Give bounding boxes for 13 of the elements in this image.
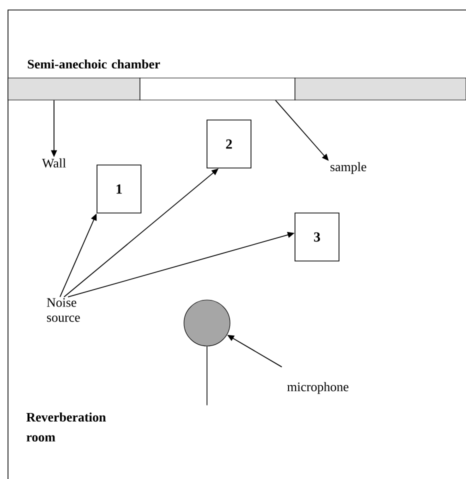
region-label: Reverberation room xyxy=(26,412,106,442)
sample-label: sample xyxy=(330,162,366,174)
microphone-label: microphone xyxy=(287,382,348,394)
wall-label: Wall xyxy=(42,158,66,168)
wall-band xyxy=(294,78,466,100)
numbered-box: 2 xyxy=(206,120,252,168)
region-label: Semi-anechoic chamber xyxy=(28,59,160,69)
sample-opening xyxy=(140,78,296,100)
microphone-circle xyxy=(184,300,230,346)
numbered-box: 1 xyxy=(96,164,142,214)
numbered-box: 3 xyxy=(294,212,340,262)
wall-band xyxy=(8,78,140,100)
noise-source-label: Noise source xyxy=(46,298,80,322)
